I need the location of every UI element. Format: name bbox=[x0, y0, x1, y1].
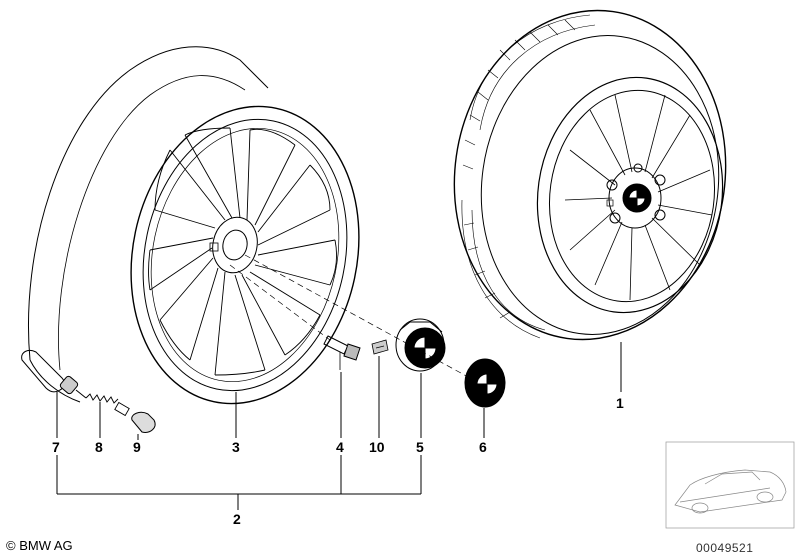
rim-drawing bbox=[27, 46, 360, 405]
copyright-notice: © BMW AG bbox=[6, 538, 73, 553]
callout-8: 8 bbox=[95, 439, 103, 455]
callout-1: 1 bbox=[616, 395, 624, 411]
callout-10: 10 bbox=[369, 439, 385, 455]
car-thumbnail bbox=[665, 441, 795, 529]
callout-9: 9 bbox=[133, 439, 141, 455]
valve-drawing bbox=[21, 349, 87, 399]
emblem-drawing bbox=[464, 358, 506, 408]
leader-lines bbox=[56, 342, 622, 510]
hub-cap-drawing bbox=[395, 318, 446, 372]
callout-5: 5 bbox=[416, 439, 424, 455]
assembly-axis-lines bbox=[229, 254, 471, 379]
complete-wheel-drawing bbox=[453, 9, 727, 341]
callout-4: 4 bbox=[336, 439, 344, 455]
wheel-bolt-drawing bbox=[323, 335, 361, 370]
callout-6: 6 bbox=[479, 439, 487, 455]
callout-3: 3 bbox=[232, 439, 240, 455]
callout-2: 2 bbox=[233, 511, 241, 527]
badge-drawing bbox=[371, 339, 389, 355]
document-number: 00049521 bbox=[696, 541, 754, 555]
valve-cap-drawing bbox=[131, 411, 156, 433]
callout-7: 7 bbox=[52, 439, 60, 455]
valve-core-drawing bbox=[85, 393, 130, 417]
